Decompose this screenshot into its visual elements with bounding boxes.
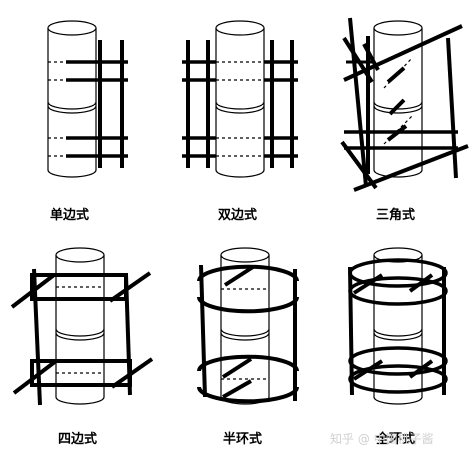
watermark: 知乎 @ 中国桃子酱 xyxy=(330,432,434,446)
method-single-side xyxy=(47,20,128,178)
caption-half-ring: 半环式 xyxy=(223,432,263,447)
caption-four-side: 四边式 xyxy=(58,432,98,447)
method-half-ring xyxy=(197,247,299,405)
method-triangular xyxy=(340,17,469,192)
method-double-side xyxy=(182,20,298,178)
caption-triangular: 三角式 xyxy=(376,208,416,223)
method-four-side xyxy=(10,247,154,406)
caption-double-side: 双边式 xyxy=(218,208,258,223)
caption-single-side: 单边式 xyxy=(50,208,90,223)
caption-full-ring: 全环式 xyxy=(376,432,416,447)
method-full-ring xyxy=(348,247,448,405)
